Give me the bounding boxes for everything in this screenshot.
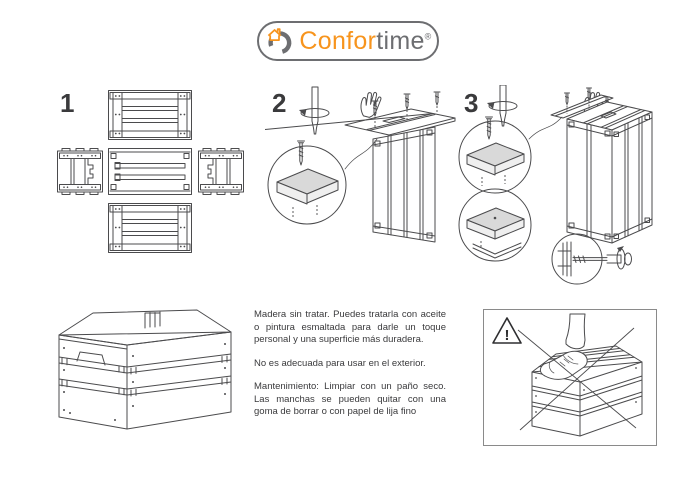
brand-name-suffix: time xyxy=(376,26,425,55)
hand-press-icon xyxy=(360,91,382,118)
care-instructions: Madera sin tratar. Puedes tratarla con a… xyxy=(254,309,446,419)
callout-leader xyxy=(344,138,378,170)
handle-cutout xyxy=(76,351,106,366)
step3-assembly-diagram xyxy=(458,85,653,285)
crate-side-face xyxy=(126,331,232,430)
screw-icon xyxy=(371,100,379,127)
step1-flat-panels-diagram xyxy=(57,90,244,253)
magnifier-board-callout xyxy=(458,188,532,262)
screw-icon xyxy=(297,140,305,166)
warning-panel: ! xyxy=(483,309,657,446)
step-2-number: 2 xyxy=(272,88,287,118)
screwdriver-icon xyxy=(487,85,518,127)
callout-leader xyxy=(528,116,563,140)
prohibition-cross-line xyxy=(519,327,635,431)
foot-on-crate xyxy=(539,313,588,380)
screw-icon xyxy=(564,92,570,114)
brand-name: Confortime® xyxy=(299,26,432,55)
screwdriver-icon xyxy=(299,86,330,135)
side-panel-standing xyxy=(372,126,436,243)
back-handle-cutout xyxy=(144,311,161,329)
magnifier-screw-callout xyxy=(267,140,347,225)
crate-standing xyxy=(550,87,653,244)
registered-trademark: ® xyxy=(424,31,432,42)
step-1-number: 1 xyxy=(60,88,75,118)
assembled-crate-illustration xyxy=(58,309,232,430)
crate-end-face xyxy=(58,334,128,430)
step2-assembly-diagram xyxy=(265,86,456,243)
magnifier-screw-callout xyxy=(458,116,532,194)
brand-logo: Confortime® xyxy=(257,21,439,61)
care-paragraph-outdoor: No es adecuada para usar en el exterior. xyxy=(254,357,426,369)
care-paragraph-wood: Madera sin tratar. Puedes tratarla con a… xyxy=(254,309,446,346)
screw-icon xyxy=(485,116,493,140)
screwdriver-horizontal-icon xyxy=(572,246,632,270)
warning-exclamation: ! xyxy=(505,327,510,344)
do-not-stand-illustration: ! xyxy=(492,313,643,437)
screw-icon xyxy=(586,87,592,109)
screw-icon xyxy=(403,93,411,120)
brand-name-prefix: Confor xyxy=(299,26,377,55)
step-3-number: 3 xyxy=(464,88,479,118)
warning-triangle-icon: ! xyxy=(492,317,522,344)
care-paragraph-maintenance: Mantenimiento: Limpiar con un paño seco.… xyxy=(254,381,446,418)
house-circular-arrow-icon xyxy=(268,28,292,55)
magnifier-side-screw-callout xyxy=(551,233,632,285)
screw-icon xyxy=(433,91,441,114)
